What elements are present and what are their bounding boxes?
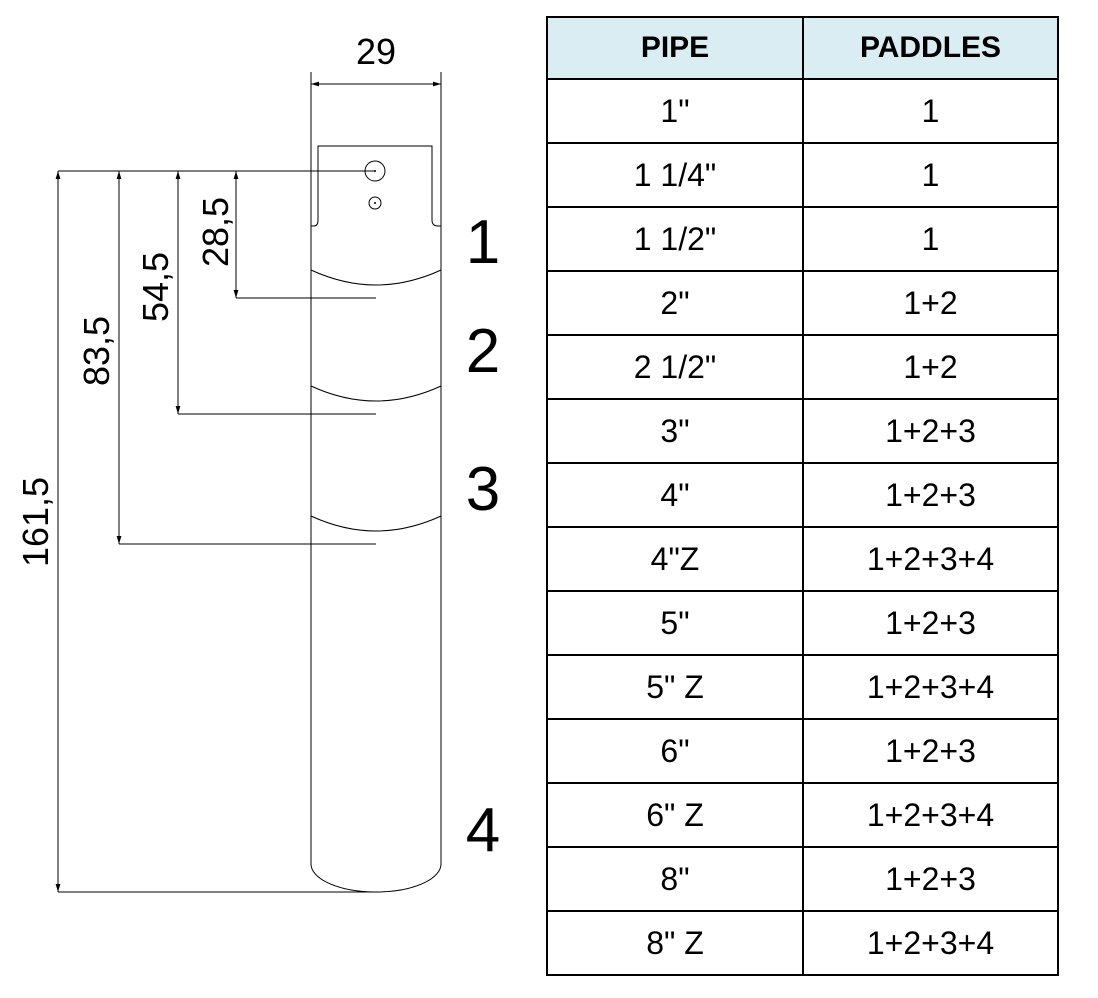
paddles-cell: 1+2+3 xyxy=(802,462,1059,528)
paddle-number-1: 1 xyxy=(466,208,500,277)
pipe-cell: 6" xyxy=(546,718,804,784)
pipe-cell: 1" xyxy=(546,78,804,144)
paddles-cell: 1+2 xyxy=(802,270,1059,336)
paddles-cell: 1 xyxy=(802,206,1059,272)
paddle-section-3 xyxy=(310,515,442,532)
dimension-lines xyxy=(55,170,376,893)
paddle-drawing: 29 28,5 54,5 83,5 161,5 1 2 3 4 xyxy=(15,31,500,893)
table-row: 2"1+2 xyxy=(546,270,1059,336)
paddle-outline xyxy=(310,145,442,893)
table-row: 5"1+2+3 xyxy=(546,590,1059,656)
pipe-cell: 6" Z xyxy=(546,782,804,848)
dimension-label-54-5: 54,5 xyxy=(135,252,176,322)
paddles-cell: 1 xyxy=(802,142,1059,208)
pipe-cell: 5" Z xyxy=(546,654,804,720)
paddles-cell: 1+2+3+4 xyxy=(802,782,1059,848)
table-row: 6"1+2+3 xyxy=(546,718,1059,784)
pipe-cell: 2 1/2" xyxy=(546,334,804,400)
pipe-cell: 4"Z xyxy=(546,526,804,592)
mounting-hole-small xyxy=(368,196,382,210)
paddle-number-2: 2 xyxy=(466,317,500,386)
pipe-cell: 1 1/2" xyxy=(546,206,804,272)
paddles-cell: 1+2+3 xyxy=(802,718,1059,784)
dimension-label-83-5: 83,5 xyxy=(76,316,117,386)
paddles-cell: 1+2+3 xyxy=(802,398,1059,464)
dimension-label-161-5: 161,5 xyxy=(15,477,56,567)
paddles-cell: 1+2+3+4 xyxy=(802,654,1059,720)
table-header-row: PIPE PADDLES xyxy=(546,16,1059,80)
paddles-cell: 1+2+3 xyxy=(802,846,1059,912)
paddles-cell: 1+2 xyxy=(802,334,1059,400)
paddles-cell: 1+2+3+4 xyxy=(802,910,1059,976)
table-row: 3"1+2+3 xyxy=(546,398,1059,464)
paddle-section-1 xyxy=(310,269,442,286)
table-row: 1"1 xyxy=(546,78,1059,144)
pipe-cell: 4" xyxy=(546,462,804,528)
pipe-cell: 8" xyxy=(546,846,804,912)
paddles-cell: 1 xyxy=(802,78,1059,144)
header-paddles: PADDLES xyxy=(802,16,1059,80)
table-row: 1 1/2"1 xyxy=(546,206,1059,272)
dimension-label-28-5: 28,5 xyxy=(195,197,236,267)
pipe-cell: 8" Z xyxy=(546,910,804,976)
pipe-cell: 3" xyxy=(546,398,804,464)
table-row: 8"1+2+3 xyxy=(546,846,1059,912)
width-dimension-label: 29 xyxy=(356,31,396,72)
paddle-number-3: 3 xyxy=(466,455,500,524)
pipe-cell: 1 1/4" xyxy=(546,142,804,208)
paddle-number-4: 4 xyxy=(466,796,500,865)
width-dimension xyxy=(310,72,442,226)
pipe-cell: 5" xyxy=(546,590,804,656)
table-row: 1 1/4"1 xyxy=(546,142,1059,208)
table-row: 4"1+2+3 xyxy=(546,462,1059,528)
pipe-cell: 2" xyxy=(546,270,804,336)
paddles-cell: 1+2+3+4 xyxy=(802,526,1059,592)
table-row: 2 1/2"1+2 xyxy=(546,334,1059,400)
header-pipe: PIPE xyxy=(546,16,804,80)
paddle-section-2 xyxy=(310,385,442,402)
paddles-cell: 1+2+3 xyxy=(802,590,1059,656)
